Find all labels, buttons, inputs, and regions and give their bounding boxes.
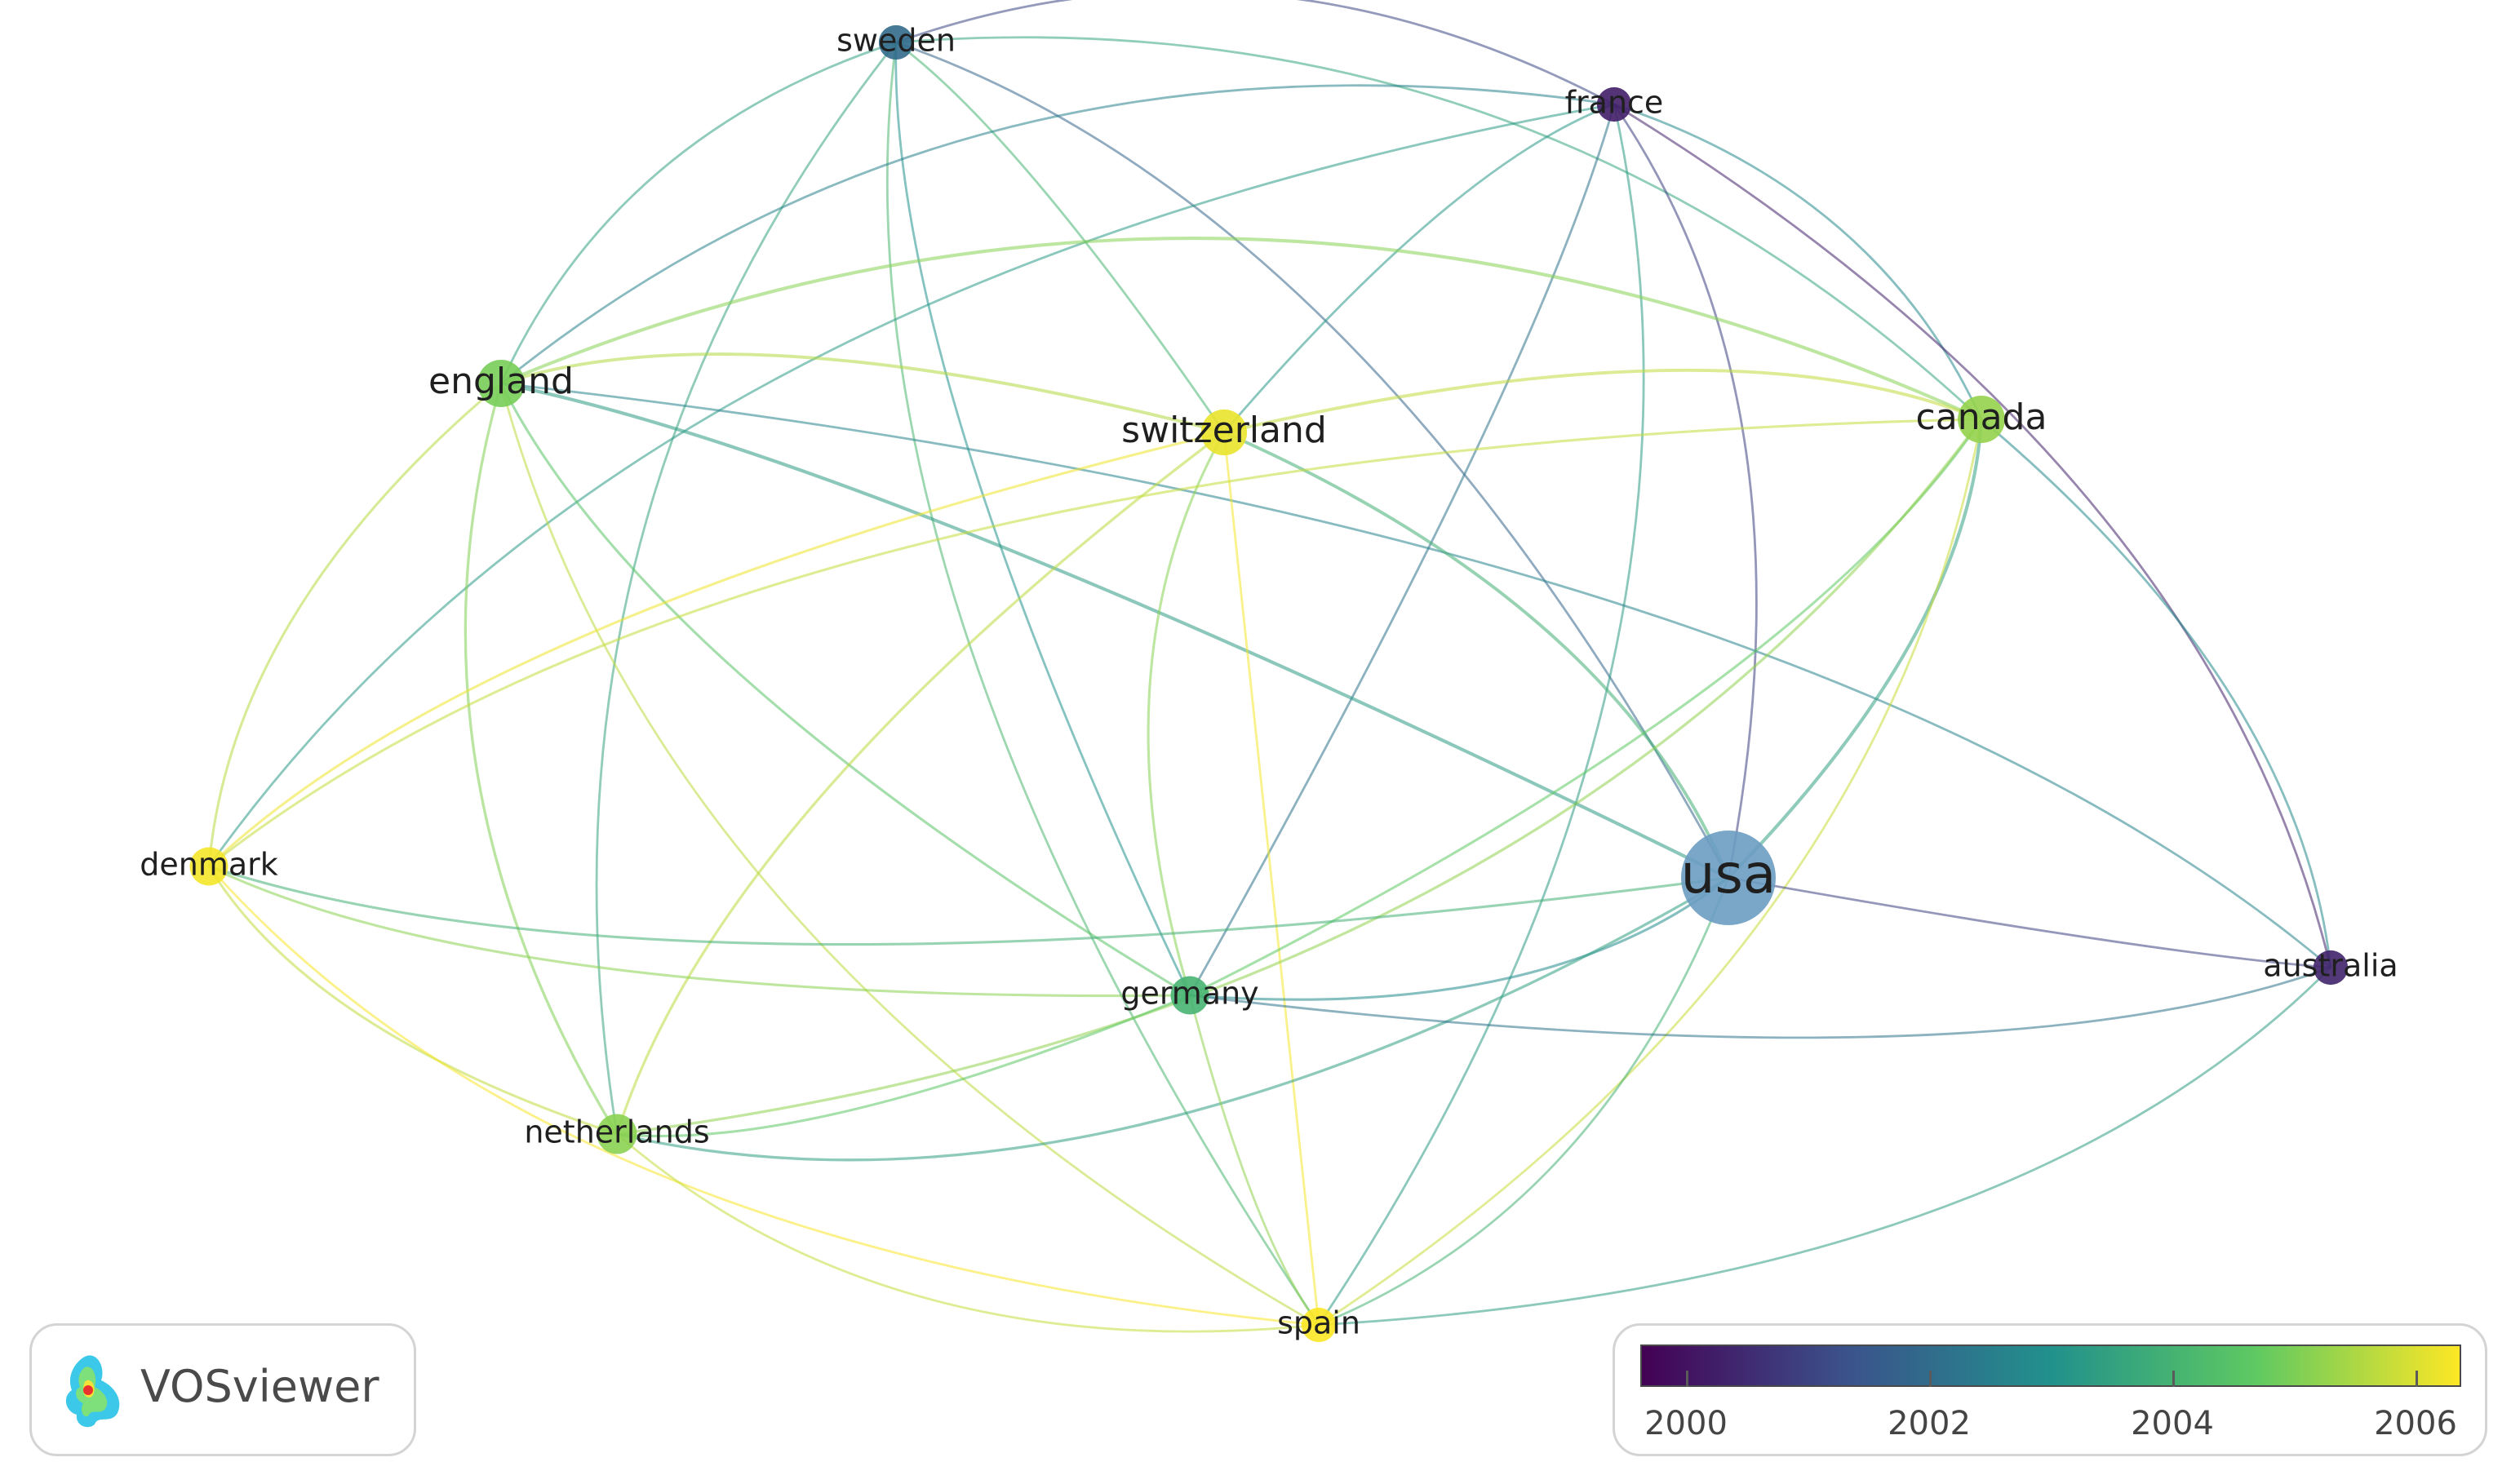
colorbar-tick-label: 2004 [2131, 1405, 2214, 1442]
link-england-australia [500, 382, 2331, 969]
node-canada[interactable] [1958, 396, 2005, 443]
colorbar-tick [2416, 1371, 2418, 1387]
node-label-england[interactable]: england [428, 361, 574, 402]
links-layer [207, 0, 2332, 1333]
link-sweden-netherlands [595, 42, 898, 1135]
link-netherlands-spain [616, 1132, 1320, 1333]
vosviewer-brand-box[interactable] [29, 1323, 416, 1456]
link-switzerland-denmark [207, 431, 1225, 868]
link-germany-netherlands [616, 994, 1191, 1138]
node-label-usa[interactable]: usa [1681, 843, 1777, 906]
link-france-australia [1613, 103, 2332, 968]
link-switzerland-germany [1147, 432, 1226, 996]
colorbar-tick-label: 2006 [2374, 1405, 2457, 1442]
node-denmark[interactable] [189, 847, 228, 886]
node-australia[interactable] [2313, 950, 2349, 986]
link-sweden-spain [885, 42, 1320, 1326]
brand-name: VOSviewer [140, 1361, 379, 1412]
node-label-spain[interactable]: spain [1277, 1305, 1360, 1341]
link-canada-netherlands [616, 419, 1983, 1136]
link-france-spain [1317, 104, 1645, 1326]
link-sweden-england [499, 41, 897, 384]
colorbar-tick [1686, 1371, 1688, 1387]
nodes-layer [189, 24, 2349, 1343]
link-canada-spain [1318, 419, 1983, 1327]
link-denmark-germany [208, 865, 1191, 998]
link-switzerland-netherlands [615, 431, 1225, 1135]
link-england-spain [499, 383, 1320, 1327]
node-label-canada[interactable]: canada [1916, 396, 2047, 438]
link-denmark-spain [207, 866, 1320, 1327]
link-canada-usa [1727, 419, 1984, 879]
link-usa-germany [1189, 876, 1729, 1001]
link-france-switzerland [1222, 103, 1615, 433]
link-switzerland-canada [1223, 368, 1982, 434]
link-england-canada [500, 236, 1982, 421]
link-usa-netherlands [616, 876, 1729, 1162]
node-netherlands[interactable] [597, 1114, 637, 1154]
link-sweden-switzerland [895, 41, 1226, 433]
node-label-sweden[interactable]: sweden [836, 23, 956, 59]
link-sweden-usa [895, 41, 1730, 879]
labels-layer: sweden france england switzerland canada denm… [140, 23, 2398, 1341]
link-sweden-france [895, 0, 1615, 106]
link-england-germany [499, 383, 1191, 997]
link-germany-australia [1189, 966, 2331, 1039]
node-label-netherlands[interactable]: netherlands [524, 1114, 709, 1150]
link-switzerland-usa [1223, 431, 1730, 879]
link-france-england [500, 84, 1615, 385]
link-australia-spain [1318, 967, 2331, 1327]
node-france[interactable] [1596, 86, 1632, 122]
year-colorbar [1640, 1344, 2461, 1387]
link-germany-spain [1188, 995, 1320, 1326]
link-france-germany [1188, 104, 1616, 996]
node-switzerland[interactable] [1200, 409, 1248, 456]
node-label-switzerland[interactable]: switzerland [1121, 410, 1327, 451]
link-canada-australia [1981, 418, 2332, 968]
link-sweden-canada [895, 36, 1982, 421]
link-france-canada [1613, 103, 1983, 420]
link-england-switzerland [500, 352, 1225, 434]
link-denmark-netherlands [207, 866, 618, 1136]
node-label-france[interactable]: france [1565, 85, 1664, 121]
node-usa[interactable] [1681, 831, 1776, 925]
link-sweden-germany [894, 42, 1191, 996]
link-usa-australia [1728, 876, 2331, 969]
node-label-denmark[interactable]: denmark [140, 847, 278, 883]
node-label-germany[interactable]: germany [1120, 976, 1258, 1012]
link-usa-spain [1318, 877, 1730, 1327]
vosviewer-logo-icon [65, 1355, 120, 1428]
link-canada-denmark [208, 418, 1982, 868]
link-england-denmark [207, 382, 502, 867]
node-label-australia[interactable]: australia [2263, 948, 2398, 984]
link-england-usa [500, 381, 1729, 879]
node-england[interactable] [477, 360, 525, 407]
link-england-netherlands [464, 383, 619, 1135]
node-sweden[interactable] [878, 24, 914, 60]
link-france-usa [1613, 104, 1758, 879]
colorbar-tick [2172, 1371, 2175, 1387]
overlay-color-legend [1613, 1323, 2487, 1456]
colorbar-tick-label: 2002 [1888, 1405, 1971, 1442]
colorbar-tick [1929, 1371, 1932, 1387]
link-switzerland-spain [1222, 432, 1320, 1326]
link-france-denmark [207, 103, 1615, 867]
node-spain[interactable] [1301, 1307, 1337, 1343]
link-canada-germany [1189, 419, 1983, 997]
node-germany[interactable] [1170, 976, 1209, 1015]
colorbar-tick-label: 2000 [1644, 1405, 1728, 1442]
link-denmark-usa [208, 865, 1729, 946]
